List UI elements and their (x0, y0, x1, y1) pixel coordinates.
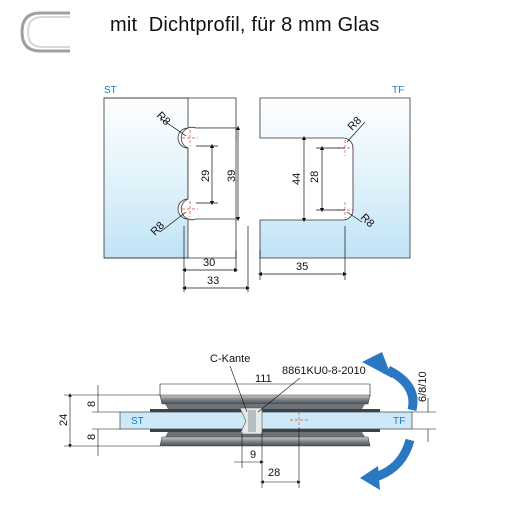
width-label: 111 (255, 373, 272, 385)
glass-thickness-label: 6/8/10 (417, 371, 429, 402)
side-center-mark (290, 412, 308, 428)
rotation-arrows-icon (360, 352, 418, 490)
part-number-label: 8861KU0-8-2010 (282, 365, 366, 377)
radius-leaders (159, 117, 366, 233)
label-st-side: ST (131, 416, 144, 427)
dim-35: 35 (296, 261, 308, 273)
dim-30: 30 (203, 257, 215, 269)
side-bottom-dims (234, 428, 301, 488)
label-tf-top: TF (392, 85, 404, 96)
dim-8-top: 8 (86, 401, 98, 407)
side-left-dims (64, 385, 160, 456)
dim-39: 39 (226, 170, 238, 182)
dim-33: 33 (207, 275, 219, 287)
left-vertical-dims (196, 125, 241, 222)
right-vertical-dims (301, 135, 345, 223)
dim-9: 9 (250, 449, 256, 461)
label-st-top: ST (104, 85, 117, 96)
dim-28-top: 28 (309, 171, 321, 183)
left-cutout (180, 126, 237, 221)
callout-leaders (159, 365, 371, 413)
top-clamp-plate (159, 394, 371, 405)
page-title: mit Dichtprofil, für 8 mm Glas (110, 14, 380, 36)
dim-28-side: 28 (268, 467, 280, 479)
ckante-label: C-Kante (210, 353, 250, 365)
dim-29: 29 (200, 170, 212, 182)
right-glass-panel (259, 97, 411, 259)
glass-strip (119, 411, 413, 430)
dim-24: 24 (58, 414, 70, 426)
seal-profile-icon (20, 11, 70, 53)
left-glass-panel (103, 97, 189, 259)
label-tf-side: TF (393, 416, 405, 427)
dim-44: 44 (291, 173, 303, 185)
side-right-dims (412, 398, 436, 442)
dim-8-bottom: 8 (86, 434, 98, 440)
bottom-clamp-plate (165, 432, 365, 437)
bottom-dims (181, 226, 348, 292)
